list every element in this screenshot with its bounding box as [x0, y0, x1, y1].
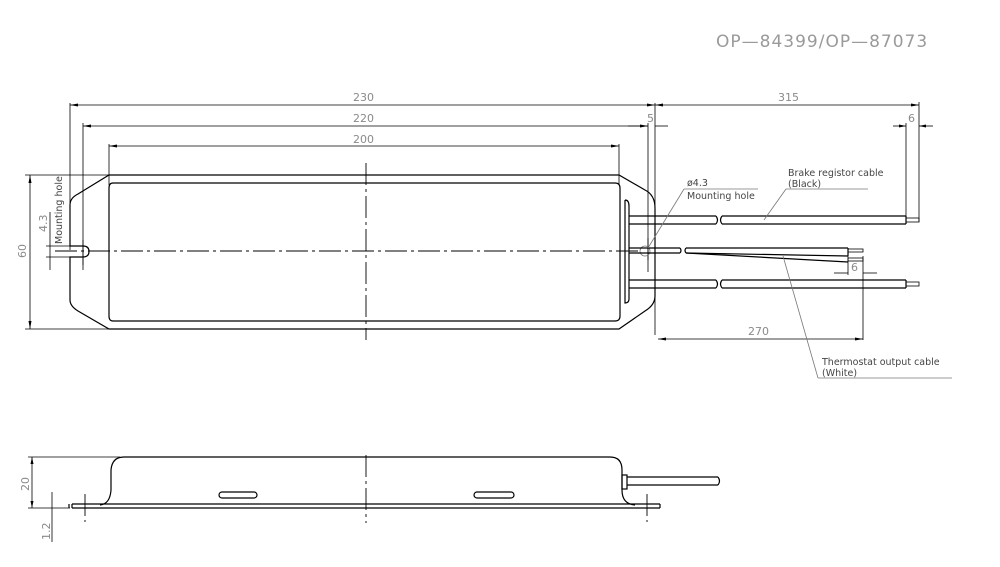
- svg-text:Mounting hole: Mounting hole: [687, 191, 755, 202]
- top-view: 230 220 200 5: [16, 91, 952, 379]
- dim-thermostat-strip: 6: [834, 256, 877, 340]
- side-cable-boss: [621, 474, 628, 490]
- svg-text:6: 6: [908, 112, 915, 125]
- dim-flange-offset: 5: [628, 103, 668, 335]
- dim-cable-length: 315: [655, 91, 920, 222]
- svg-text:60: 60: [16, 244, 29, 258]
- left-mounting-hole-label: Mounting hole: [54, 176, 65, 244]
- body-outline: [108, 182, 621, 322]
- svg-text:270: 270: [748, 325, 769, 338]
- brake-cable-bottom: [629, 279, 920, 289]
- brake-cable-callout: Brake registor cable (Black): [763, 168, 884, 221]
- side-slot-left: [218, 491, 258, 499]
- svg-text:(Black): (Black): [788, 179, 821, 190]
- svg-text:4.3: 4.3: [37, 215, 50, 233]
- dim-plate-thickness: 1.2: [40, 492, 53, 542]
- dim-width: 60: [16, 174, 110, 330]
- cable-boss: [624, 199, 630, 304]
- side-view: 20 1.2: [19, 455, 721, 542]
- brake-cable-top: [629, 215, 920, 225]
- thermostat-cable: [629, 247, 864, 263]
- side-body-outline: [99, 456, 636, 506]
- right-mounting-hole: [639, 245, 651, 257]
- svg-text:Thermostat output cable: Thermostat output cable: [821, 357, 940, 368]
- svg-text:20: 20: [19, 477, 32, 491]
- svg-text:230: 230: [353, 91, 374, 104]
- svg-text:1.2: 1.2: [40, 523, 53, 541]
- dim-thermostat-length: 270: [658, 325, 863, 341]
- thermostat-cable-callout: Thermostat output cable (White): [782, 255, 952, 379]
- svg-text:Brake registor cable: Brake registor cable: [788, 168, 884, 179]
- dim-slot-width: 4.3 Mounting hole: [37, 176, 85, 270]
- svg-text:ø4.3: ø4.3: [687, 178, 708, 189]
- dim-body-length: 200: [108, 133, 620, 185]
- dim-brake-strip: 6: [893, 112, 933, 222]
- right-mounting-hole-callout: ø4.3 Mounting hole: [647, 178, 758, 249]
- svg-text:5: 5: [647, 112, 654, 125]
- side-slot-right: [473, 491, 515, 499]
- svg-text:(White): (White): [822, 368, 857, 379]
- svg-text:315: 315: [778, 91, 799, 104]
- svg-text:220: 220: [353, 112, 374, 125]
- dim-height: 20: [19, 456, 120, 509]
- svg-text:200: 200: [353, 133, 374, 146]
- svg-text:6: 6: [851, 261, 858, 274]
- flange-outline: [69, 174, 656, 330]
- part-number-title: OP—84399/OP—87073: [716, 32, 928, 52]
